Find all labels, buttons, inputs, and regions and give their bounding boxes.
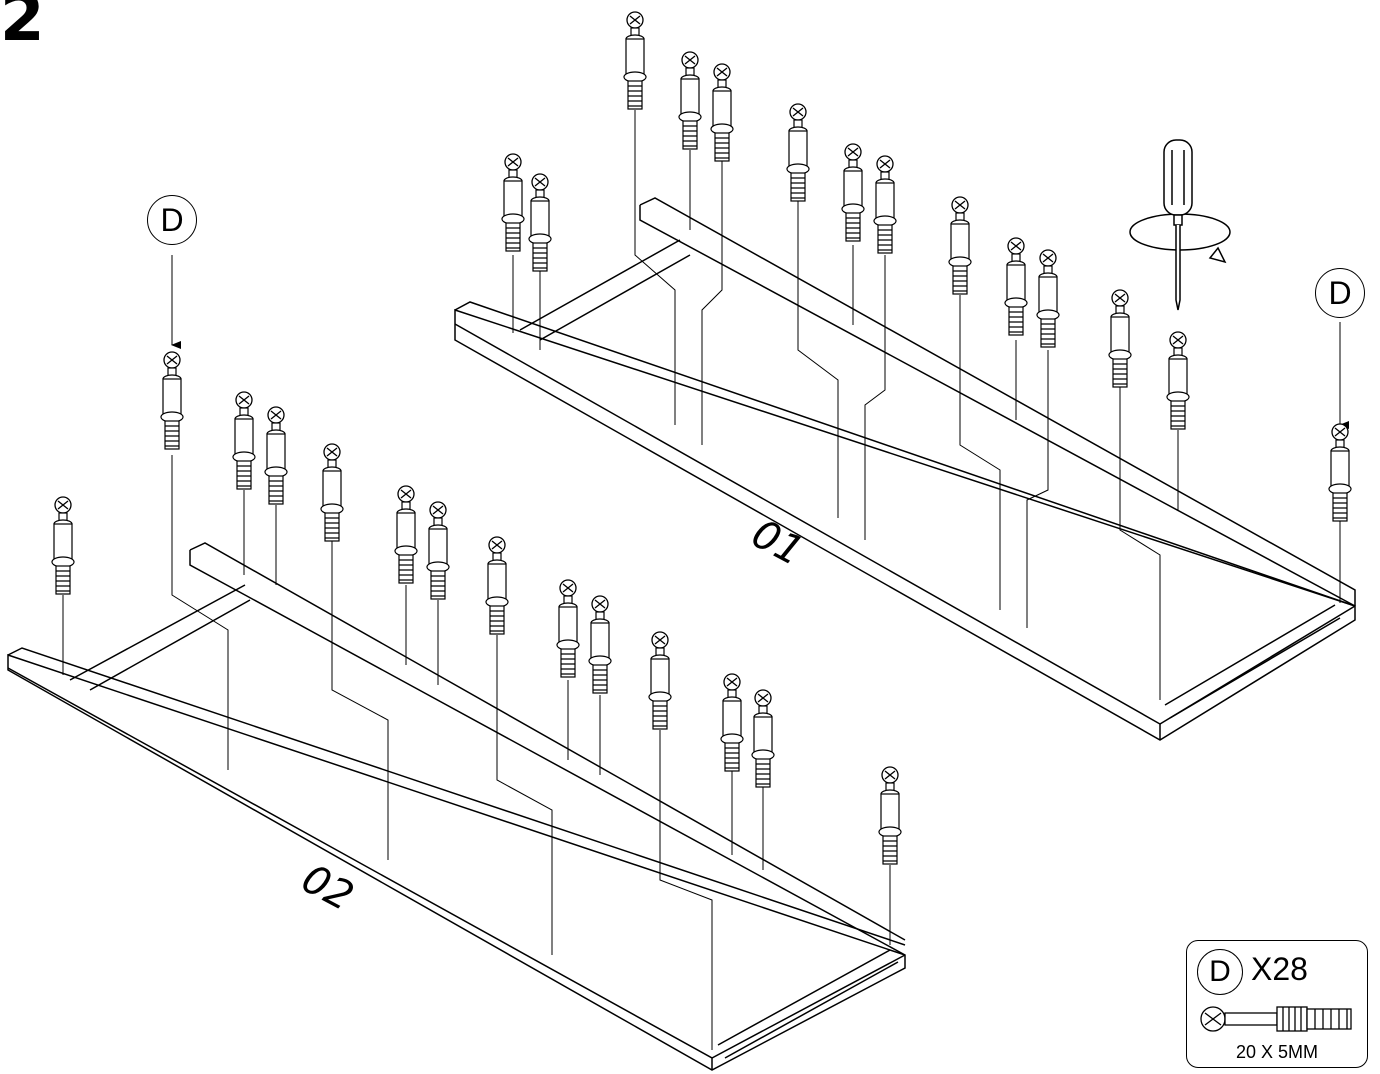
panel-01-frame	[454, 197, 1356, 741]
panel-01-guides	[512, 110, 1341, 700]
legend-quantity: X28	[1251, 951, 1308, 987]
cam-bolt-icon	[1200, 1006, 1352, 1032]
panel-02-frame	[7, 542, 906, 1071]
panel-01-cam-bolts	[501, 11, 1352, 522]
hardware-legend: D X28 20 X 5MM	[1186, 940, 1368, 1068]
step-number: 2	[0, 0, 45, 56]
panel-02-guides	[62, 255, 1349, 1050]
legend-size: 20 X 5MM	[1235, 1042, 1319, 1062]
callout-d-right: D	[1315, 268, 1365, 318]
callout-d-left: D	[147, 195, 197, 245]
screwdriver-icon	[1129, 139, 1231, 311]
legend-letter: D	[1197, 949, 1243, 995]
